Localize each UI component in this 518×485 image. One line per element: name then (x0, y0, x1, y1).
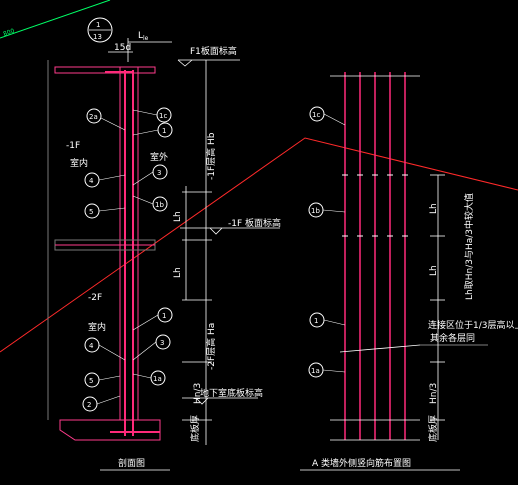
r-base-thk: 底板厚 (427, 415, 439, 442)
lle-label: Lle (138, 31, 149, 42)
svg-text:1c: 1c (312, 111, 320, 119)
r-dim-note: Lh取Hn/3与Ha/3中较大值 (463, 193, 475, 300)
caption-left: 剖面图 (118, 457, 145, 469)
m2f-label: -2F (88, 293, 102, 303)
detail-bubble: 1 13 (87, 17, 113, 43)
bubble-4: 4 (84, 172, 126, 188)
bubble-l4: 4 (84, 337, 126, 361)
svg-text:1: 1 (314, 317, 318, 325)
indoor-1: 室内 (70, 157, 88, 169)
svg-text:1: 1 (162, 127, 166, 135)
m1f-slab-label: -1F 板面标高 (228, 217, 281, 229)
dim-hn: Hn/3 (193, 383, 203, 404)
bubble-1a: 1a (132, 370, 166, 386)
svg-text:5: 5 (89, 208, 93, 216)
r-dim-lh1: Lh (429, 203, 439, 214)
right-note-2: 其余各层同 (430, 332, 475, 344)
bubble-1c: 1c (132, 107, 172, 123)
bubble-2: 2 (82, 395, 121, 412)
base-thk-label: 底板厚 (189, 415, 201, 442)
bubble-3: 3 (132, 164, 168, 186)
bubble-r1: 1 (309, 312, 346, 328)
f1-slab-label: F1板面标高 (190, 45, 237, 57)
svg-text:1c: 1c (159, 112, 167, 120)
indoor-2: 室内 (88, 321, 106, 333)
right-note-1: 连接区位于1/3层高以上 (428, 319, 518, 331)
svg-text:1b: 1b (311, 207, 320, 215)
bubble-5: 5 (84, 203, 126, 219)
svg-text:1a: 1a (311, 367, 320, 375)
svg-text:2a: 2a (89, 113, 98, 121)
bubble-1b: 1b (132, 195, 168, 212)
d15-label: 15d (114, 43, 131, 53)
svg-text:2: 2 (87, 401, 91, 409)
svg-text:5: 5 (89, 377, 93, 385)
svg-text:1: 1 (96, 21, 100, 29)
bubble-l5: 5 (84, 372, 121, 388)
m1f-label: -1F (66, 141, 80, 151)
base-slab (59, 419, 161, 441)
r-dim-lh2: Lh (429, 265, 439, 276)
svg-text:1a: 1a (153, 375, 162, 383)
caption-right: A 类墙外侧竖向筋布置图 (312, 457, 411, 469)
svg-text:4: 4 (89, 342, 94, 350)
svg-text:13: 13 (93, 33, 102, 41)
base-elev-label: 地下室底板标高 (200, 387, 263, 399)
dim-lh2: Lh (173, 267, 183, 278)
bubble-2a: 2a (86, 108, 126, 131)
bubble-r1b: 1b (308, 202, 346, 218)
svg-text:3: 3 (160, 339, 164, 347)
dim-hb: -1F层高 Hb (205, 132, 217, 180)
bubble-r1a: 1a (308, 362, 346, 378)
outdoor-1: 室外 (150, 151, 168, 163)
cut-line (0, 137, 518, 353)
dim-ha: -2F层高 Ha (205, 323, 217, 370)
bubble-l3: 3 (132, 334, 171, 361)
svg-text:3: 3 (157, 169, 161, 177)
axis-line (0, 0, 111, 39)
bubble-1: 1 (132, 122, 173, 138)
right-elevation (344, 72, 406, 440)
dim-lh1: Lh (173, 211, 183, 222)
svg-text:1b: 1b (155, 201, 164, 209)
bubble-l1: 1 (132, 307, 173, 331)
bubble-r1c: 1c (309, 106, 346, 126)
axis-label: 800 (2, 27, 15, 37)
svg-text:4: 4 (89, 177, 94, 185)
r-dim-hn: Hn/3 (429, 383, 439, 404)
svg-text:1: 1 (162, 312, 166, 320)
